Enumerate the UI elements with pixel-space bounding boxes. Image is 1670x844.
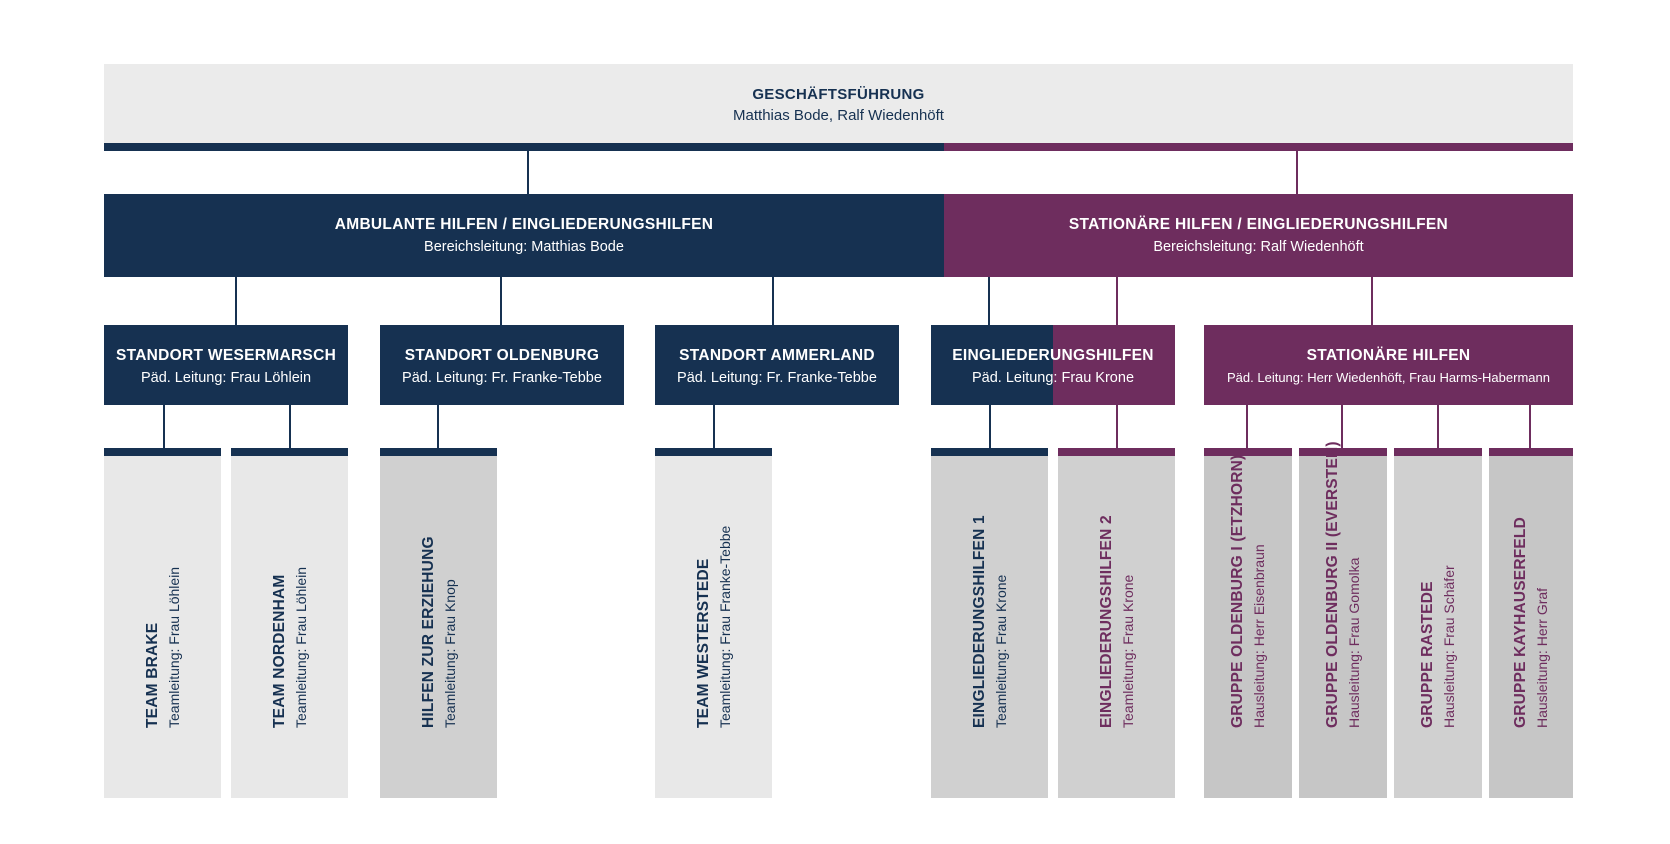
team-card-oldenburg-eversten: GRUPPE OLDENBURG II (EVERSTEN) Hausleitu… <box>1299 441 1387 798</box>
location-eingliederungshilfen: EINGLIEDERUNGSHILFEN Päd. Leitung: Frau … <box>931 325 1175 405</box>
connector-line <box>1116 405 1118 448</box>
team-title: TEAM WESTERSTEDE <box>694 558 712 728</box>
connector-line <box>1529 405 1531 448</box>
team-lead: Hausleitung: Herr Eisenbraun <box>1251 544 1267 728</box>
card-top-bar <box>1489 448 1573 456</box>
location-title: STANDORT WESERMARSCH <box>115 347 337 364</box>
card-text: GRUPPE OLDENBURG I (ETZHORN) Hausleitung… <box>1227 455 1269 728</box>
connector-line <box>1371 277 1373 325</box>
card-text: EINGLIEDERUNGSHILFEN 1 Teamleitung: Frau… <box>969 515 1011 728</box>
card-text: HILFEN ZUR ERZIEHUNG Teamleitung: Frau K… <box>418 536 460 728</box>
card-text: GRUPPE KAYHAUSERFELD Hausleitung: Herr G… <box>1510 517 1552 728</box>
card-top-bar <box>931 448 1048 456</box>
team-card-hilfen-zur-erziehung: HILFEN ZUR ERZIEHUNG Teamleitung: Frau K… <box>380 448 497 798</box>
card-top-bar <box>380 448 497 456</box>
card-text: GRUPPE OLDENBURG II (EVERSTEN) Hausleitu… <box>1322 441 1364 728</box>
division-lead: Bereichsleitung: Matthias Bode <box>424 239 624 255</box>
team-card-rastede: GRUPPE RASTEDE Hausleitung: Frau Schäfer <box>1394 448 1482 798</box>
card-top-bar <box>1394 448 1482 456</box>
connector-line <box>437 405 439 448</box>
connector-line <box>527 151 529 194</box>
card-text: TEAM NORDENHAM Teamleitung: Frau Löhlein <box>269 567 311 728</box>
location-title: STATIONÄRE HILFEN <box>1306 347 1471 364</box>
connector-line <box>1246 405 1248 448</box>
team-title: TEAM BRAKE <box>143 622 161 728</box>
connector-line <box>235 277 237 325</box>
division-ambulant: AMBULANTE HILFEN / EINGLIEDERUNGSHILFEN … <box>104 194 944 277</box>
team-card-eingliederungshilfen-2: EINGLIEDERUNGSHILFEN 2 Teamleitung: Frau… <box>1058 448 1175 798</box>
team-lead: Hausleitung: Herr Graf <box>1534 587 1550 728</box>
management-bar-left <box>104 143 944 151</box>
team-lead: Teamleitung: Frau Löhlein <box>292 566 309 728</box>
division-lead: Bereichsleitung: Ralf Wiedenhöft <box>1153 239 1364 255</box>
team-title: EINGLIEDERUNGSHILFEN 2 <box>1097 515 1115 728</box>
team-title: EINGLIEDERUNGSHILFEN 1 <box>970 515 988 728</box>
location-ammerland: STANDORT AMMERLAND Päd. Leitung: Fr. Fra… <box>655 325 899 405</box>
location-title: EINGLIEDERUNGSHILFEN <box>952 347 1154 364</box>
connector-line <box>713 405 715 448</box>
division-title: STATIONÄRE HILFEN / EINGLIEDERUNGSHILFEN <box>1068 216 1449 233</box>
team-lead: Hausleitung: Frau Schäfer <box>1441 565 1457 728</box>
location-stationaere-hilfen: STATIONÄRE HILFEN Päd. Leitung: Herr Wie… <box>1204 325 1573 405</box>
team-title: GRUPPE OLDENBURG I (ETZHORN) <box>1229 454 1246 728</box>
team-title: TEAM NORDENHAM <box>270 574 288 729</box>
management-bar-right <box>944 143 1573 151</box>
card-top-bar <box>1204 448 1292 456</box>
team-lead: Teamleitung: Frau Knop <box>441 579 458 728</box>
team-title: GRUPPE KAYHAUSERFELD <box>1512 517 1529 728</box>
connector-line <box>163 405 165 448</box>
location-oldenburg: STANDORT OLDENBURG Päd. Leitung: Fr. Fra… <box>380 325 624 405</box>
location-wesermarsch: STANDORT WESERMARSCH Päd. Leitung: Frau … <box>104 325 348 405</box>
card-top-bar <box>104 448 221 456</box>
location-title: STANDORT OLDENBURG <box>404 347 600 364</box>
management-title: GESCHÄFTSFÜHRUNG <box>752 86 925 103</box>
connector-line <box>1341 405 1343 448</box>
team-title: GRUPPE RASTEDE <box>1419 581 1436 728</box>
location-lead: Päd. Leitung: Herr Wiedenhöft, Frau Harm… <box>1227 370 1550 385</box>
team-card-westerstede: TEAM WESTERSTEDE Teamleitung: Frau Frank… <box>655 448 772 798</box>
card-top-bar <box>1299 448 1387 456</box>
division-stationaer: STATIONÄRE HILFEN / EINGLIEDERUNGSHILFEN… <box>944 194 1573 277</box>
connector-line <box>988 277 990 325</box>
team-lead: Teamleitung: Frau Krone <box>1119 574 1136 728</box>
team-card-eingliederungshilfen-1: EINGLIEDERUNGSHILFEN 1 Teamleitung: Frau… <box>931 448 1048 798</box>
connector-line <box>1296 151 1298 194</box>
team-lead: Teamleitung: Frau Löhlein <box>165 566 182 728</box>
management-names: Matthias Bode, Ralf Wiedenhöft <box>733 107 944 124</box>
connector-line <box>772 277 774 325</box>
location-lead: Päd. Leitung: Frau Löhlein <box>140 370 312 386</box>
management-box: GESCHÄFTSFÜHRUNG Matthias Bode, Ralf Wie… <box>104 64 1573 143</box>
location-title: STANDORT AMMERLAND <box>679 347 875 364</box>
location-lead: Päd. Leitung: Fr. Franke-Tebbe <box>402 370 602 386</box>
team-card-nordenham: TEAM NORDENHAM Teamleitung: Frau Löhlein <box>231 448 348 798</box>
connector-line <box>989 405 991 448</box>
card-top-bar <box>1058 448 1175 456</box>
connector-line <box>1116 277 1118 325</box>
team-lead: Teamleitung: Frau Franke-Tebbe <box>716 525 733 728</box>
card-text: TEAM BRAKE Teamleitung: Frau Löhlein <box>142 567 184 728</box>
team-title: HILFEN ZUR ERZIEHUNG <box>419 536 437 728</box>
team-card-kayhauserfeld: GRUPPE KAYHAUSERFELD Hausleitung: Herr G… <box>1489 448 1573 798</box>
team-card-brake: TEAM BRAKE Teamleitung: Frau Löhlein <box>104 448 221 798</box>
card-text: GRUPPE RASTEDE Hausleitung: Frau Schäfer <box>1417 565 1459 728</box>
connector-line <box>1437 405 1439 448</box>
connector-line <box>289 405 291 448</box>
connector-line <box>500 277 502 325</box>
card-top-bar <box>231 448 348 456</box>
division-title: AMBULANTE HILFEN / EINGLIEDERUNGSHILFEN <box>334 216 714 233</box>
team-title: GRUPPE OLDENBURG II (EVERSTEN) <box>1324 441 1341 728</box>
card-top-bar <box>655 448 772 456</box>
team-card-oldenburg-etzhorn: GRUPPE OLDENBURG I (ETZHORN) Hausleitung… <box>1204 448 1292 798</box>
card-text: EINGLIEDERUNGSHILFEN 2 Teamleitung: Frau… <box>1096 515 1138 728</box>
location-lead: Päd. Leitung: Frau Krone <box>971 370 1135 386</box>
team-lead: Teamleitung: Frau Krone <box>992 574 1009 728</box>
location-lead: Päd. Leitung: Fr. Franke-Tebbe <box>677 370 877 386</box>
team-lead: Hausleitung: Frau Gomolka <box>1346 557 1362 728</box>
card-text: TEAM WESTERSTEDE Teamleitung: Frau Frank… <box>693 526 735 728</box>
